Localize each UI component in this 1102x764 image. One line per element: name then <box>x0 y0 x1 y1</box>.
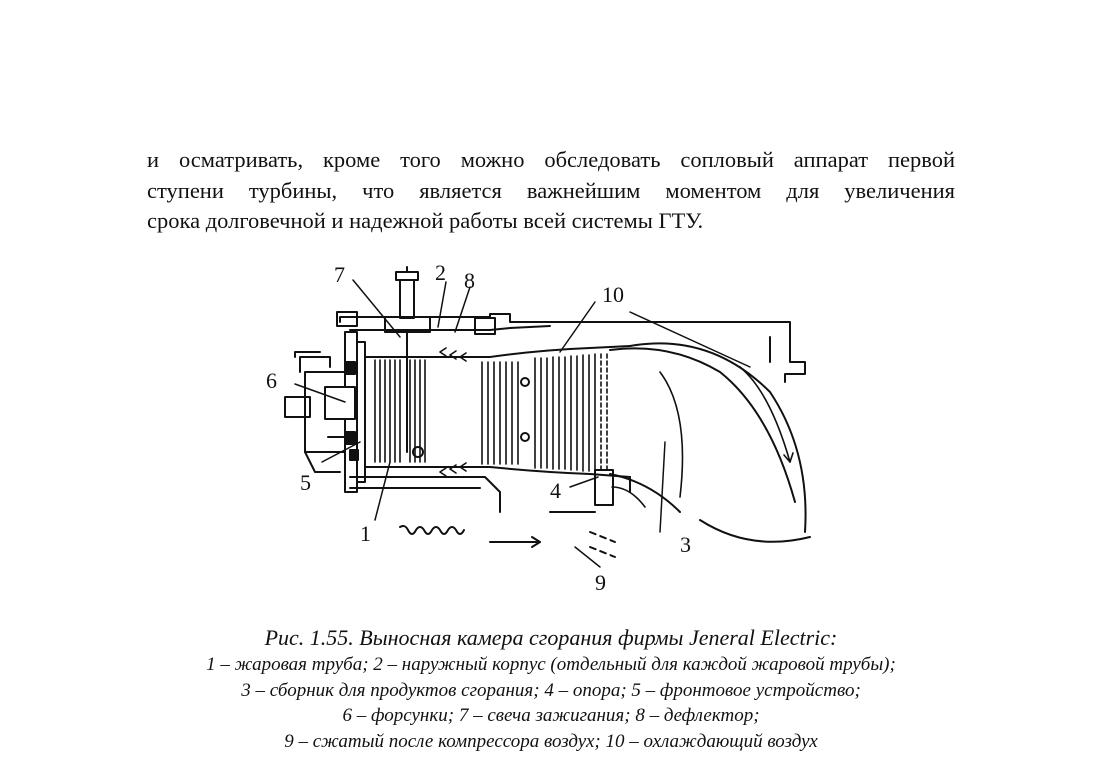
label-9: 9 <box>595 570 606 595</box>
label-6: 6 <box>266 368 277 393</box>
caption-line: 3 – сборник для продуктов сгорания; 4 – … <box>241 679 861 701</box>
figure-caption: Рис. 1.55. Выносная камера сгорания фирм… <box>100 624 1002 754</box>
label-2: 2 <box>435 262 446 285</box>
label-5: 5 <box>300 470 311 495</box>
spark-plug <box>384 266 431 453</box>
front-device <box>284 331 366 493</box>
combustion-chamber-diagram: 7 2 8 10 6 5 1 4 3 9 <box>250 262 850 602</box>
label-10: 10 <box>602 282 624 307</box>
label-7: 7 <box>334 262 345 287</box>
collector <box>609 342 811 543</box>
outer-casing <box>336 311 806 513</box>
caption-title: Рис. 1.55. Выносная камера сгорания фирм… <box>264 625 838 650</box>
leader-lines <box>294 279 751 568</box>
label-3: 3 <box>680 532 691 557</box>
label-8: 8 <box>464 268 475 293</box>
air-flow-arrows <box>439 347 794 508</box>
label-4: 4 <box>550 478 561 503</box>
paragraph-line: срока долговечной и надежной работы всей… <box>147 208 704 233</box>
body-paragraph: и осматривать, кроме того можно обследов… <box>147 145 955 237</box>
caption-line: 6 – форсунки; 7 – свеча зажигания; 8 – д… <box>342 705 760 726</box>
flame-tube <box>364 345 631 478</box>
caption-line: 9 – сжатый после компрессора воздух; 10 … <box>284 730 818 752</box>
caption-line: 1 – жаровая труба; 2 – наружный корпус (… <box>206 654 896 675</box>
paragraph-line: ступени турбины, что является важнейшим … <box>147 177 955 203</box>
label-1: 1 <box>360 521 371 546</box>
paragraph-line: и осматривать, кроме того можно обследов… <box>147 147 955 172</box>
part-labels: 7 2 8 10 6 5 1 4 3 9 <box>266 262 691 595</box>
compressed-air-inlet <box>399 525 616 558</box>
